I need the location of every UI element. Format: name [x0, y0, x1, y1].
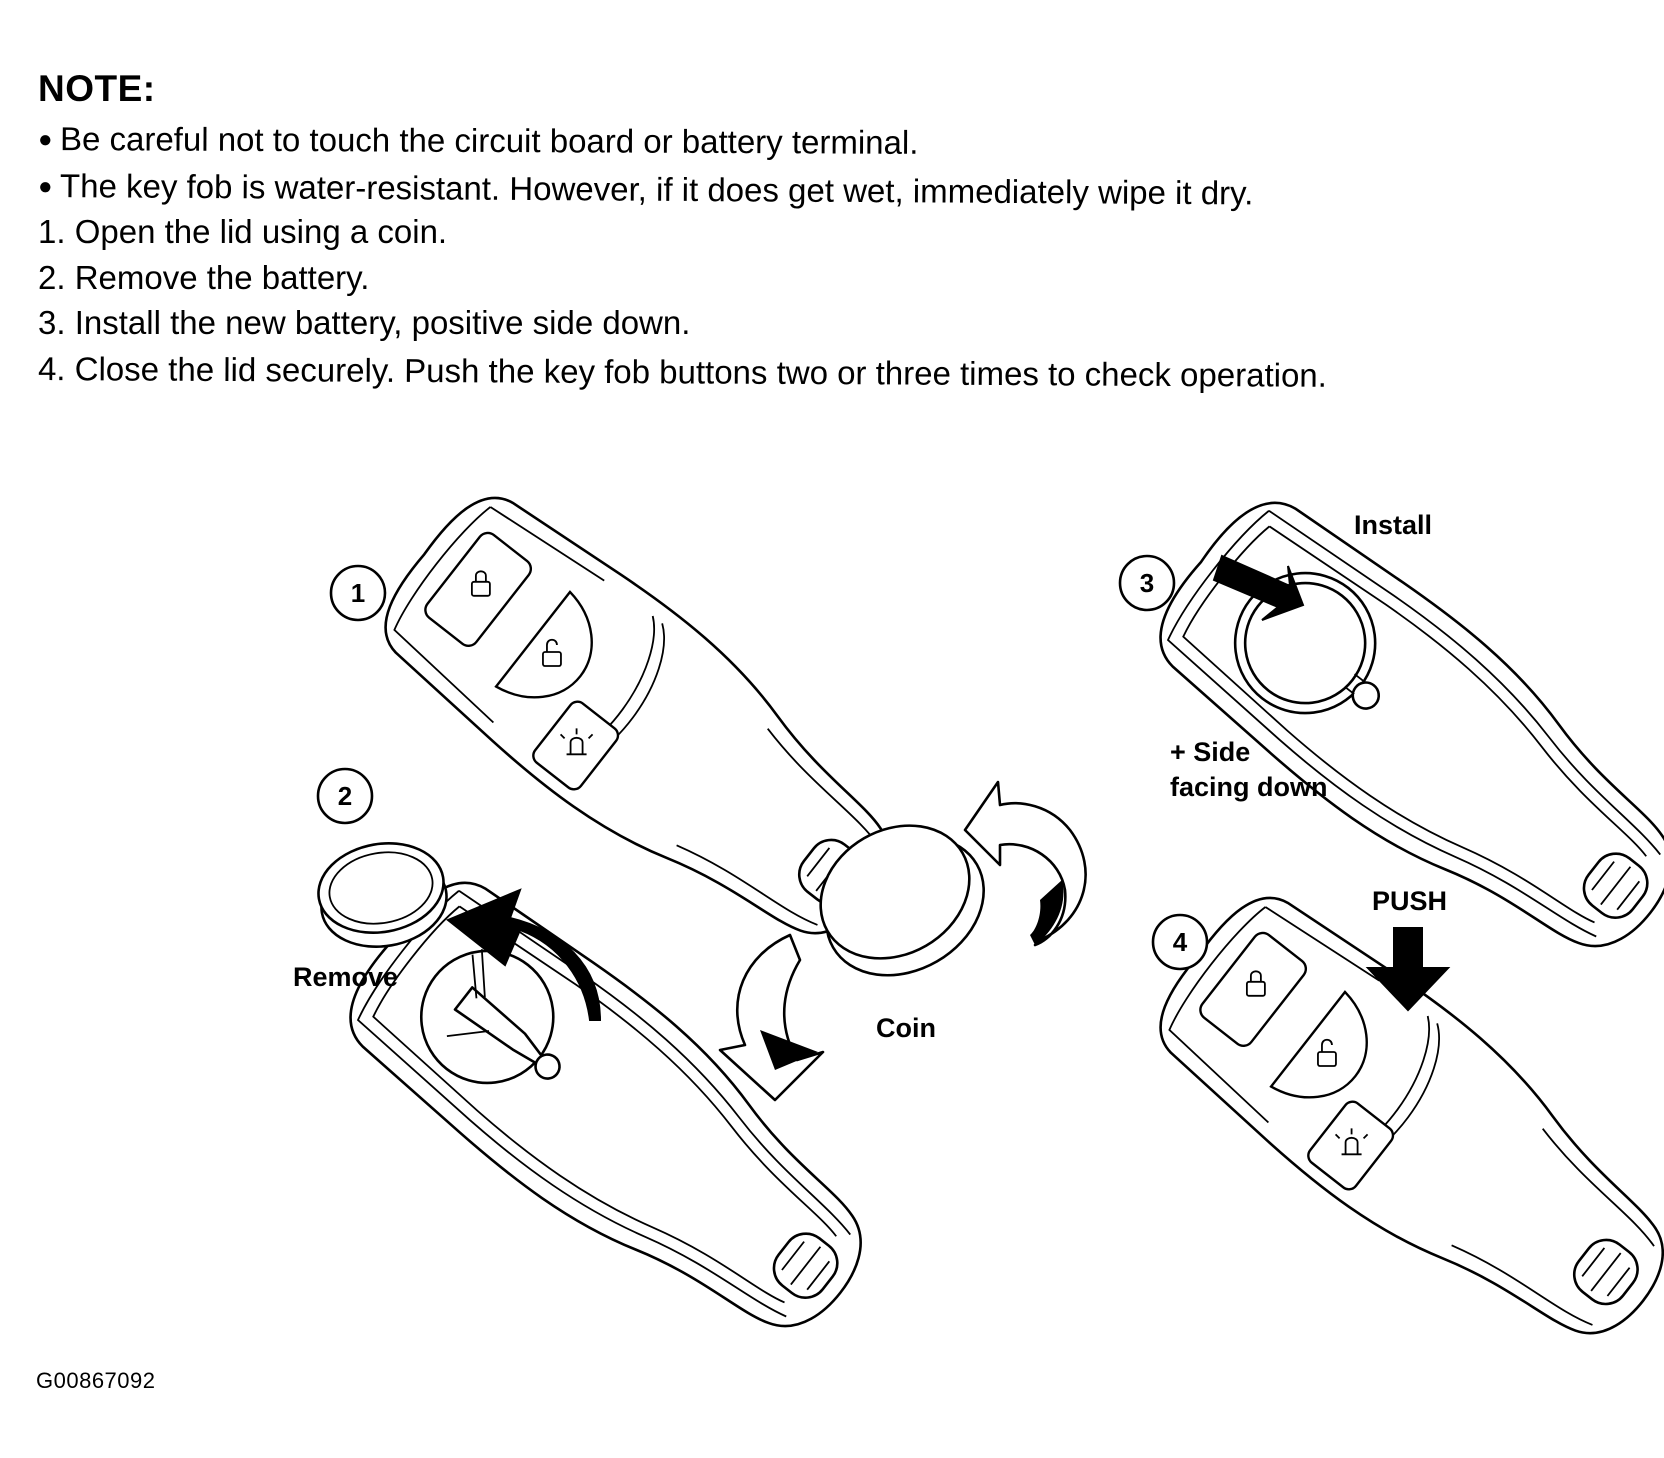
step-3-text: 3. Install the new battery, positive sid… — [38, 304, 691, 341]
step-1-number: 1 — [351, 578, 365, 608]
lock-button — [1199, 931, 1308, 1047]
remove-label: Remove — [293, 962, 398, 992]
side-label-line1: + Side — [1170, 737, 1250, 767]
panic-button — [1307, 1100, 1395, 1191]
unlock-button — [494, 590, 593, 699]
step-2-text: 2. Remove the battery. — [38, 258, 370, 296]
step-2-number: 2 — [338, 781, 352, 811]
panic-alarm-icon — [1334, 1128, 1369, 1156]
unlock-button — [1269, 990, 1368, 1099]
coin-battery-icon — [317, 842, 448, 948]
step-4-number: 4 — [1173, 927, 1188, 957]
figure-id: G00867092 — [36, 1368, 156, 1393]
fob-step-1: 1 — [329, 496, 985, 977]
coin-label: Coin — [876, 1013, 936, 1043]
step-3-badge — [1118, 554, 1176, 612]
install-arrow-icon — [1212, 554, 1305, 621]
curved-arrow-icon — [446, 888, 602, 1021]
coin-icon — [819, 824, 985, 977]
step-3-number: 3 — [1140, 568, 1154, 598]
note-title: NOTE: — [38, 68, 156, 109]
note-section: NOTE: ●Be careful not to touch the circu… — [38, 66, 1598, 393]
lock-button — [424, 531, 533, 647]
fob-step-4: 4 PUSH — [1151, 886, 1664, 1335]
fob-step-3: 3 Install + Side facing down — [1118, 501, 1664, 948]
step-1-text: 1. Open the lid using a coin. — [38, 213, 448, 250]
open-lid-arrows: Coin — [718, 780, 1087, 1102]
lock-icon — [470, 570, 491, 597]
push-arrow-icon — [1365, 927, 1451, 1012]
panic-alarm-icon — [559, 728, 594, 756]
unlock-icon — [542, 638, 562, 667]
push-label: PUSH — [1372, 886, 1447, 916]
fob-step-2: 2 Remove — [293, 767, 862, 1328]
step-4-badge — [1151, 913, 1209, 971]
unlock-icon — [1317, 1038, 1337, 1067]
install-label: Install — [1354, 510, 1432, 540]
panic-button — [532, 700, 620, 791]
step-1-badge — [329, 564, 387, 622]
lock-icon — [1245, 970, 1266, 997]
side-label-line2: facing down — [1170, 772, 1328, 802]
step-2-badge — [316, 767, 374, 825]
